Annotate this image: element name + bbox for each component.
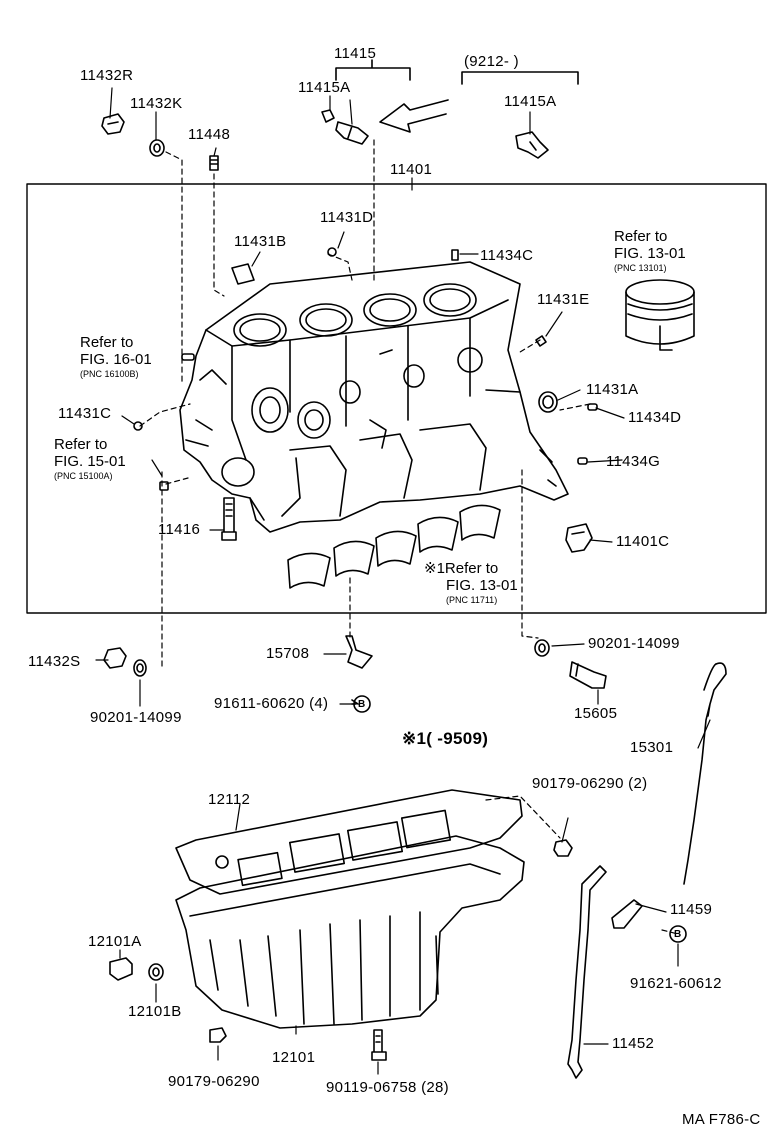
plug-15605-shape xyxy=(569,661,607,689)
label-90119-06758: 90119-06758 (28) xyxy=(326,1079,449,1096)
label-12112: 12112 xyxy=(208,791,251,808)
label-11415A-left: 11415A xyxy=(298,79,351,96)
label-11431D: 11431D xyxy=(320,209,374,226)
bracket-11415 xyxy=(335,59,411,81)
label-11434G: 11434G xyxy=(606,453,661,470)
label-11401C: 11401C xyxy=(616,533,670,550)
bolt-11416-shape xyxy=(221,497,237,541)
plug-11431D-shape xyxy=(327,247,337,257)
washer-90201-b-shape xyxy=(534,639,550,657)
ref-fig-13-01-bearing[interactable]: ※1Refer to FIG. 13-01 (PNC 11711) xyxy=(424,560,518,605)
bracket-11459-shape xyxy=(611,899,643,929)
label-90201-14099-left: 90201-14099 xyxy=(90,709,182,726)
label-12101: 12101 xyxy=(272,1049,316,1066)
bracket-9212 xyxy=(461,71,579,85)
oil-pan-shape xyxy=(175,835,525,1029)
marker-b1: B xyxy=(358,699,366,710)
sensor-11415A-b-shape xyxy=(515,131,549,159)
plug-11431B-shape xyxy=(231,263,255,285)
label-11452: 11452 xyxy=(612,1035,655,1052)
label-11416: 11416 xyxy=(158,521,201,538)
label-90179-06290-2: 90179-06290 (2) xyxy=(532,775,648,792)
label-footnote-range: ※1( -9509) xyxy=(402,729,489,748)
label-11432K: 11432K xyxy=(130,95,183,112)
cylinder-block-shape xyxy=(179,261,569,533)
nut-90179-2-shape xyxy=(553,839,573,857)
guide-11452-shape xyxy=(567,865,607,1079)
ref-13-pnc: (PNC 13101) xyxy=(614,262,667,273)
ref-13b-line1: ※1Refer to xyxy=(424,560,499,577)
ref-15-pnc: (PNC 15100A) xyxy=(54,470,113,481)
label-11401: 11401 xyxy=(390,161,433,178)
washer-12101B-shape xyxy=(148,963,164,981)
ref-fig-13-01-piston[interactable]: Refer to FIG. 13-01 (PNC 13101) xyxy=(614,228,686,273)
washer-11432K-shape xyxy=(149,139,165,157)
jet-15708-shape xyxy=(345,635,373,669)
bearings-shape xyxy=(287,504,501,589)
label-date-range-top: (9212- ) xyxy=(464,53,519,70)
plug-11432R-shape xyxy=(101,113,125,135)
dipstick-15301-shape xyxy=(683,662,727,885)
label-11434D: 11434D xyxy=(628,409,682,426)
nut-11432S-shape xyxy=(103,647,127,669)
pin-11434G-shape xyxy=(577,457,588,465)
label-11431E: 11431E xyxy=(537,291,590,308)
label-91621-60612: 91621-60612 xyxy=(630,975,722,992)
plug-12101A-shape xyxy=(109,957,133,981)
drain-11401C-shape xyxy=(565,523,593,553)
ref-13b-pnc: (PNC 11711) xyxy=(446,594,498,605)
pin-11434D-shape xyxy=(587,403,598,411)
pin-11448-shape xyxy=(209,155,219,171)
label-12101B: 12101B xyxy=(128,1003,182,1020)
arrow-icon xyxy=(379,99,449,133)
ref-15-line1: Refer to xyxy=(54,436,108,453)
label-11434C: 11434C xyxy=(480,247,534,264)
plug-11431C-shape xyxy=(133,421,143,431)
label-drawing-id: MA F786-C xyxy=(682,1111,761,1128)
label-11432R: 11432R xyxy=(80,67,134,84)
pin-ref16-shape xyxy=(181,353,195,361)
label-91611-60620: 91611-60620 (4) xyxy=(214,695,329,712)
ref-13b-line2: FIG. 13-01 xyxy=(446,577,518,595)
ref-15-line2: FIG. 15-01 xyxy=(54,453,126,471)
label-11415: 11415 xyxy=(334,45,377,62)
ref-fig-15-01[interactable]: Refer to FIG. 15-01 (PNC 15100A) xyxy=(54,436,126,481)
label-11432S: 11432S xyxy=(28,653,81,670)
piston-shape xyxy=(625,279,695,351)
sensor-11415-shape xyxy=(335,121,369,145)
ref-16-line2: FIG. 16-01 xyxy=(80,351,152,369)
plug-11431A-shape xyxy=(538,391,558,413)
washer-90201-a-shape xyxy=(133,659,147,677)
sensor-11415A-shape xyxy=(321,109,335,123)
block-frame xyxy=(26,183,767,614)
label-12101A: 12101A xyxy=(88,933,142,950)
marker-b2: B xyxy=(674,929,682,940)
label-11415A-right: 11415A xyxy=(504,93,557,110)
pin-ref15-shape xyxy=(159,481,169,491)
pin-11434C-shape xyxy=(451,249,459,261)
label-15301: 15301 xyxy=(630,739,674,756)
label-11448: 11448 xyxy=(188,126,231,143)
ref-16-pnc: (PNC 16100B) xyxy=(80,368,139,379)
label-15605: 15605 xyxy=(574,705,618,722)
label-11431A: 11431A xyxy=(586,381,639,398)
label-90201-14099-right: 90201-14099 xyxy=(588,635,680,652)
label-11431B: 11431B xyxy=(234,233,287,250)
label-15708: 15708 xyxy=(266,645,310,662)
label-11459: 11459 xyxy=(670,901,713,918)
plug-11431E-shape xyxy=(535,335,547,347)
ref-13-line1: Refer to xyxy=(614,228,668,245)
marker-b2-circle xyxy=(669,925,687,943)
ref-13-line2: FIG. 13-01 xyxy=(614,245,686,263)
label-11431C: 11431C xyxy=(58,405,112,422)
nut-90179-shape xyxy=(209,1027,227,1043)
ref-16-line1: Refer to xyxy=(80,334,134,351)
bolt-90119-shape xyxy=(371,1029,387,1061)
label-90179-06290: 90179-06290 xyxy=(168,1073,260,1090)
ref-fig-16-01[interactable]: Refer to FIG. 16-01 (PNC 16100B) xyxy=(80,334,152,379)
